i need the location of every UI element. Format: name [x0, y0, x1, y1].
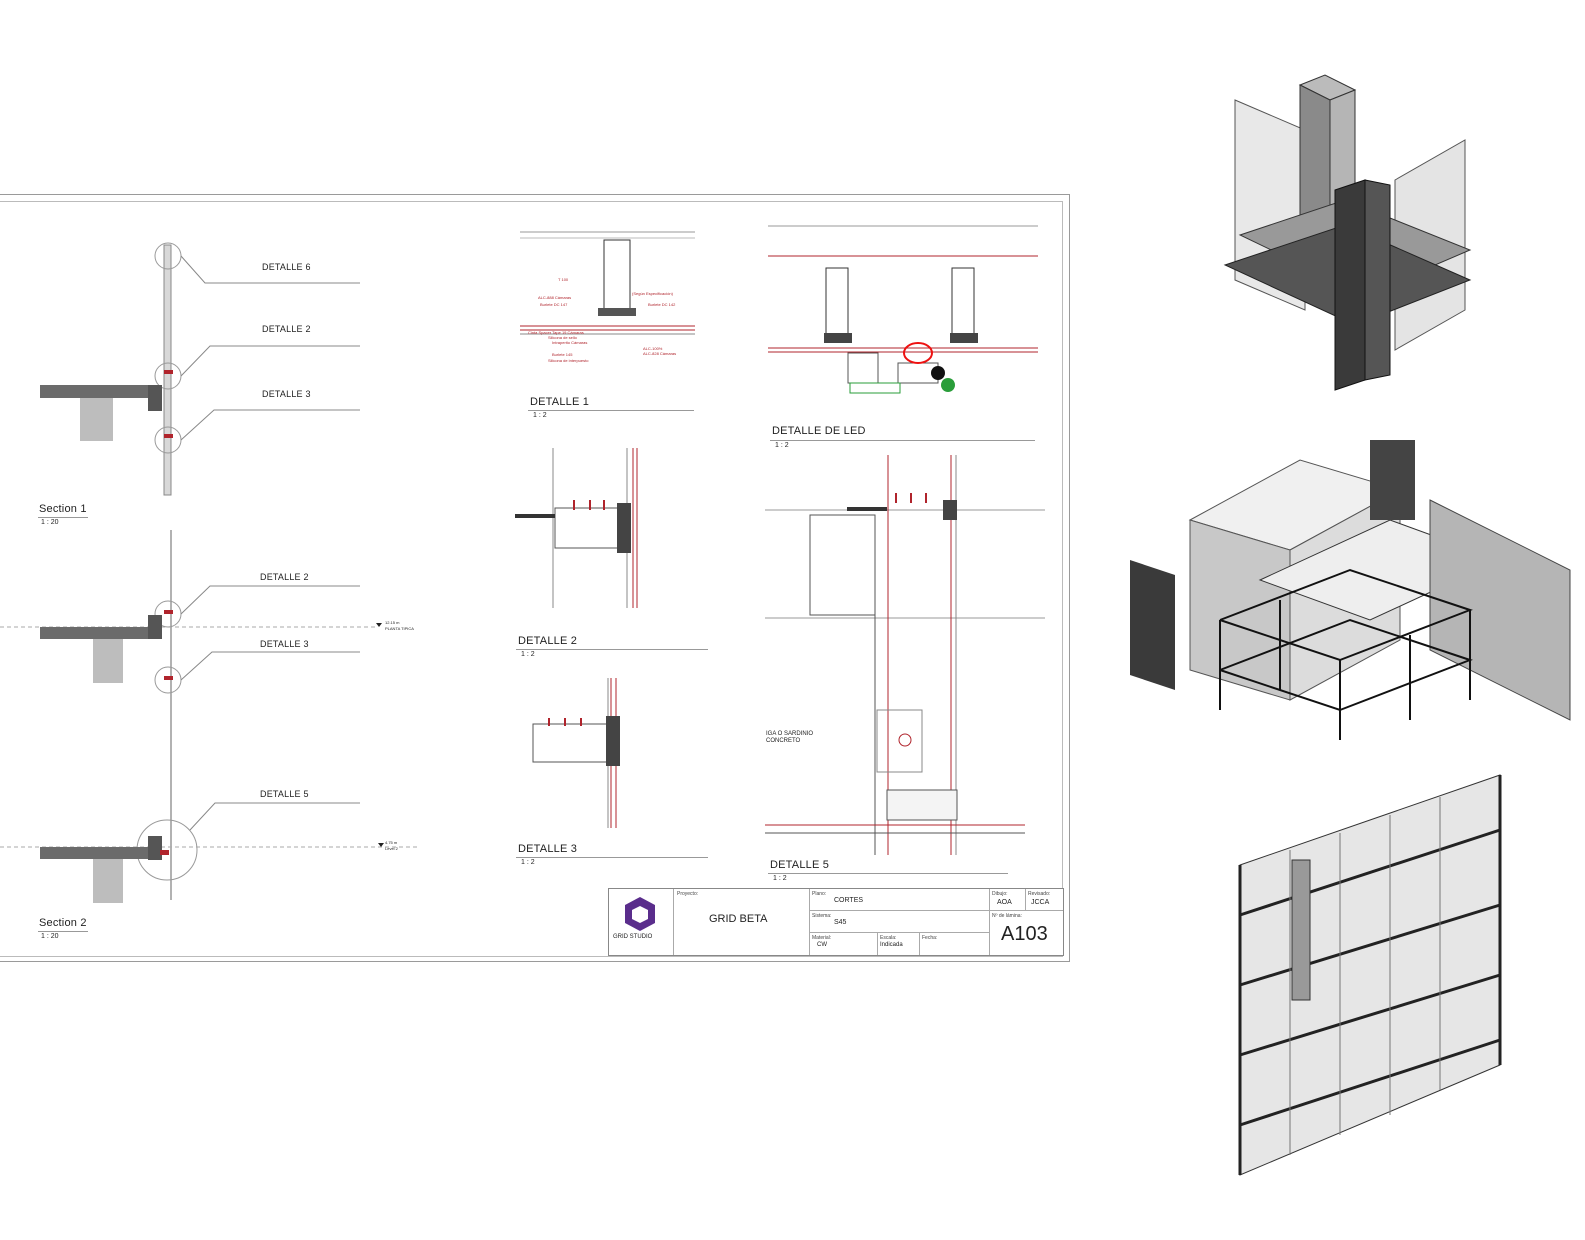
d1-note-8: Intraperito Cámaras [552, 340, 588, 345]
s1-callout-detalle-2[interactable]: DETALLE 2 [262, 324, 311, 334]
detalle-led-scale: 1 : 2 [775, 442, 789, 449]
iso-building [1130, 440, 1571, 740]
s1-callout-detalle-6[interactable]: DETALLE 6 [262, 262, 311, 272]
detalle-led-drawing [768, 225, 1038, 394]
section-2-drawing [0, 530, 420, 903]
detalle-1-title: DETALLE 1 [530, 396, 590, 408]
title-block: GRID STUDIO Proyecto: GRID BETA Plano: C… [608, 888, 1064, 956]
fecha-label: Fecha: [922, 935, 938, 941]
grid-studio-logo [625, 897, 655, 931]
revisado-label: Revisado: [1028, 891, 1051, 897]
proyecto-value: GRID BETA [709, 913, 768, 925]
level-value-1: 12.15 m [385, 620, 400, 625]
d1-note-12: Silicona de interpuesto [548, 358, 589, 363]
s2-callout-detalle-3[interactable]: DETALLE 3 [260, 639, 309, 649]
detalle-1-drawing [520, 231, 695, 335]
level-name-2: Level 2 [385, 846, 398, 851]
detalle-2-scale: 1 : 2 [521, 651, 535, 658]
s2-callout-detalle-5[interactable]: DETALLE 5 [260, 789, 309, 799]
escala-value: Indicada [880, 942, 903, 948]
detalle-3-title: DETALLE 3 [518, 843, 578, 855]
d1-note-10: ALC-828 Cámaras [643, 351, 677, 356]
level-name-1: PLANTA TIPICA [385, 626, 414, 631]
drawing-sheet [0, 194, 1070, 962]
sheet-border [0, 201, 1063, 957]
d1-note-7: Silicona de sello [548, 335, 577, 340]
lamina-label: Nº de lámina: [992, 913, 1022, 919]
detalle-led-title: DETALLE DE LED [772, 425, 866, 437]
section-1-scale: 1 : 20 [41, 519, 59, 526]
material-label: Material: [812, 935, 832, 941]
d1-note-5: Burlete DC 142 [648, 302, 676, 307]
material-value: CW [817, 942, 827, 948]
revisado-value: JCCA [1031, 899, 1050, 906]
level-value-2: 4.75 m [385, 840, 398, 845]
dibujo-value: AOA [997, 899, 1012, 906]
plano-value: CORTES [834, 897, 864, 904]
detalle-5-title: DETALLE 5 [770, 859, 830, 871]
section-2-scale: 1 : 20 [41, 933, 59, 940]
plano-label: Plano: [812, 891, 827, 897]
d1-note-4: (Según Especificación) [632, 291, 673, 296]
detalle-3-drawing [532, 678, 620, 828]
escala-label: Escala: [880, 935, 897, 941]
s1-callout-detalle-3[interactable]: DETALLE 3 [262, 389, 311, 399]
section-1-title: Section 1 [39, 503, 87, 515]
d1-note-3: Burlete DC 147 [540, 302, 568, 307]
d1-note-2: ALC-888 Cámaras [538, 295, 572, 300]
detalle-5-scale: 1 : 2 [773, 875, 787, 882]
detalle-2-title: DETALLE 2 [518, 635, 578, 647]
detalle-2-drawing [515, 448, 638, 608]
d1-note-11: Burlete 145 [552, 352, 573, 357]
dibujo-label: Dibujo: [992, 891, 1008, 897]
detalle-3-scale: 1 : 2 [521, 859, 535, 866]
d1-note-9: ALC-100% [643, 346, 663, 351]
d1-note-1: T 100 [558, 277, 569, 282]
d5-text-1: IGA O SARDINIO [766, 731, 814, 737]
d5-text-2: CONCRETO [766, 738, 801, 744]
section-2-title: Section 2 [39, 917, 87, 929]
iso-facade-panel [1238, 774, 1502, 1176]
detalle-5-drawing [765, 455, 1045, 855]
lamina-value: A103 [1001, 923, 1048, 945]
logo-text: GRID STUDIO [613, 934, 653, 940]
detalle-1-scale: 1 : 2 [533, 412, 547, 419]
proyecto-label: Proyecto: [677, 891, 699, 897]
sistema-value: S45 [834, 919, 847, 926]
section-1-drawing [40, 242, 360, 496]
iso-corner-detail [1223, 74, 1472, 391]
sistema-label: Sistema: [812, 913, 832, 919]
s2-callout-detalle-2[interactable]: DETALLE 2 [260, 572, 309, 582]
d1-note-6: Cinta Spacer Tape 19 Cámaras [528, 330, 584, 335]
